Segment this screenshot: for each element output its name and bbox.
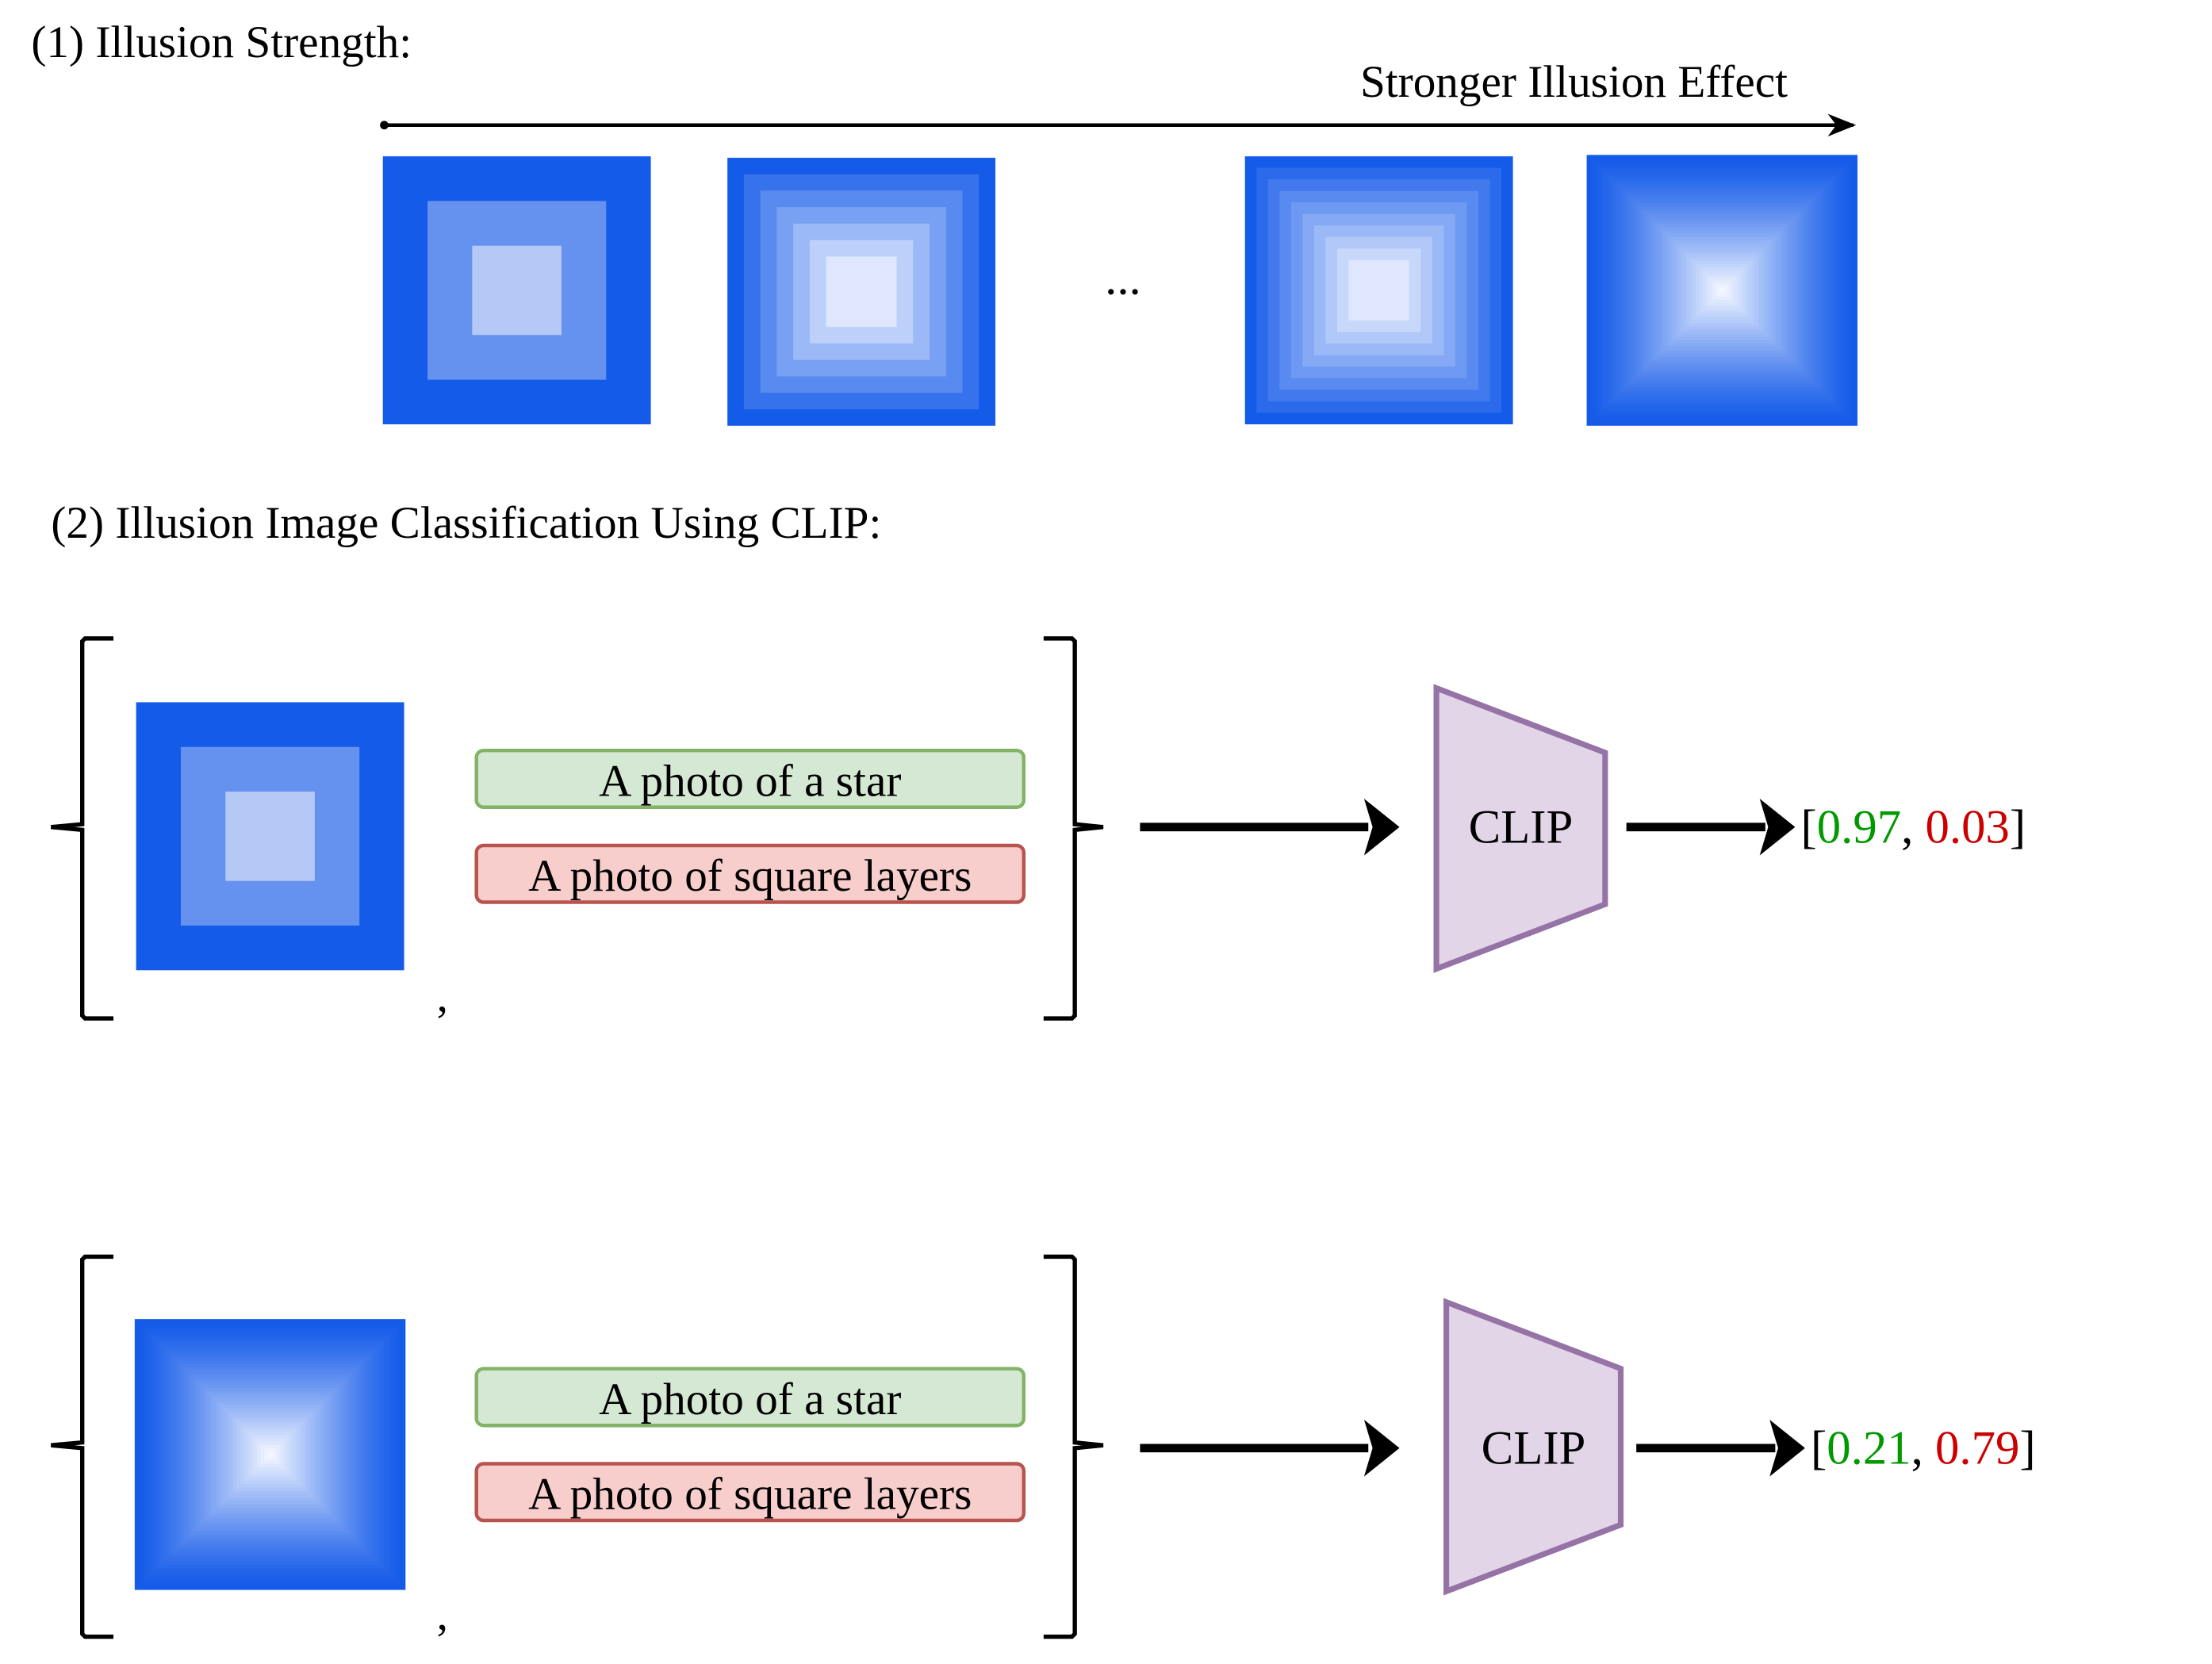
right-bracket [1043, 1254, 1104, 1639]
score-punctuation: , [1901, 800, 1925, 853]
arrow-label: Stronger Illusion Effect [1360, 57, 1788, 107]
clip-label: CLIP [1482, 1421, 1586, 1474]
score-punctuation: , [1911, 1421, 1935, 1474]
clip-label: CLIP [1469, 800, 1574, 853]
arrow-head-icon [1769, 1420, 1805, 1477]
illusion-layer [1348, 259, 1409, 321]
illusion-image-3 [1244, 156, 1513, 425]
prompt-true-box [474, 748, 1026, 809]
ellipsis: ... [1105, 252, 1141, 305]
left-bracket [51, 1254, 114, 1639]
score-true: 0.21 [1827, 1421, 1911, 1474]
illusion-border [1586, 155, 1858, 426]
score-false: 0.03 [1926, 800, 2010, 853]
right-bracket [1043, 636, 1104, 1021]
arrow-head-icon [1363, 1420, 1400, 1477]
prompt-false-text: A photo of square layers [528, 851, 972, 901]
prompt-false-box [474, 843, 1026, 904]
classification-row: , A photo of a star A photo of square laye… [51, 636, 2026, 1022]
output-scores: [0.21, 0.79] [1811, 1421, 2036, 1474]
illusion-layer [1719, 287, 1725, 293]
score-punctuation: ] [2010, 800, 2026, 853]
score-punctuation: ] [2019, 1421, 2035, 1474]
clip-model-block [1433, 684, 1608, 973]
illusion-layer [472, 245, 562, 335]
left-bracket [51, 636, 114, 1021]
strength-arrow-start [380, 121, 389, 130]
illusion-image-2 [727, 157, 996, 426]
prompt-true-text: A photo of a star [599, 756, 901, 806]
arrow-head-icon [1759, 798, 1796, 856]
score-false: 0.79 [1935, 1421, 2019, 1474]
classification-row: , A photo of a star A photo of square laye… [51, 1254, 2036, 1640]
score-true: 0.97 [1817, 800, 1901, 853]
score-punctuation: [ [1801, 800, 1817, 853]
arrow-head-icon [1363, 798, 1400, 856]
illusion-image-4 [1586, 155, 1858, 426]
illusion-image-1 [382, 156, 651, 425]
comma: , [437, 1590, 448, 1640]
section2-title: (2) Illusion Image Classification Using … [51, 498, 881, 548]
output-scores: [0.97, 0.03] [1801, 800, 2026, 853]
illusion-layer [267, 1451, 273, 1458]
score-punctuation: [ [1811, 1421, 1827, 1474]
section1-title: (1) Illusion Strength: [31, 17, 412, 67]
illusion-layer [225, 792, 315, 881]
comma: , [437, 972, 448, 1022]
input-image [136, 702, 404, 971]
clip-model-block [1443, 1298, 1624, 1596]
input-image [134, 1319, 406, 1590]
illusion-layer [826, 256, 897, 328]
prompt-false-box [474, 1462, 1026, 1523]
prompt-true-text: A photo of a star [599, 1375, 901, 1424]
illusion-border [134, 1319, 406, 1590]
prompt-true-box [474, 1367, 1026, 1428]
prompt-false-text: A photo of square layers [528, 1470, 972, 1520]
